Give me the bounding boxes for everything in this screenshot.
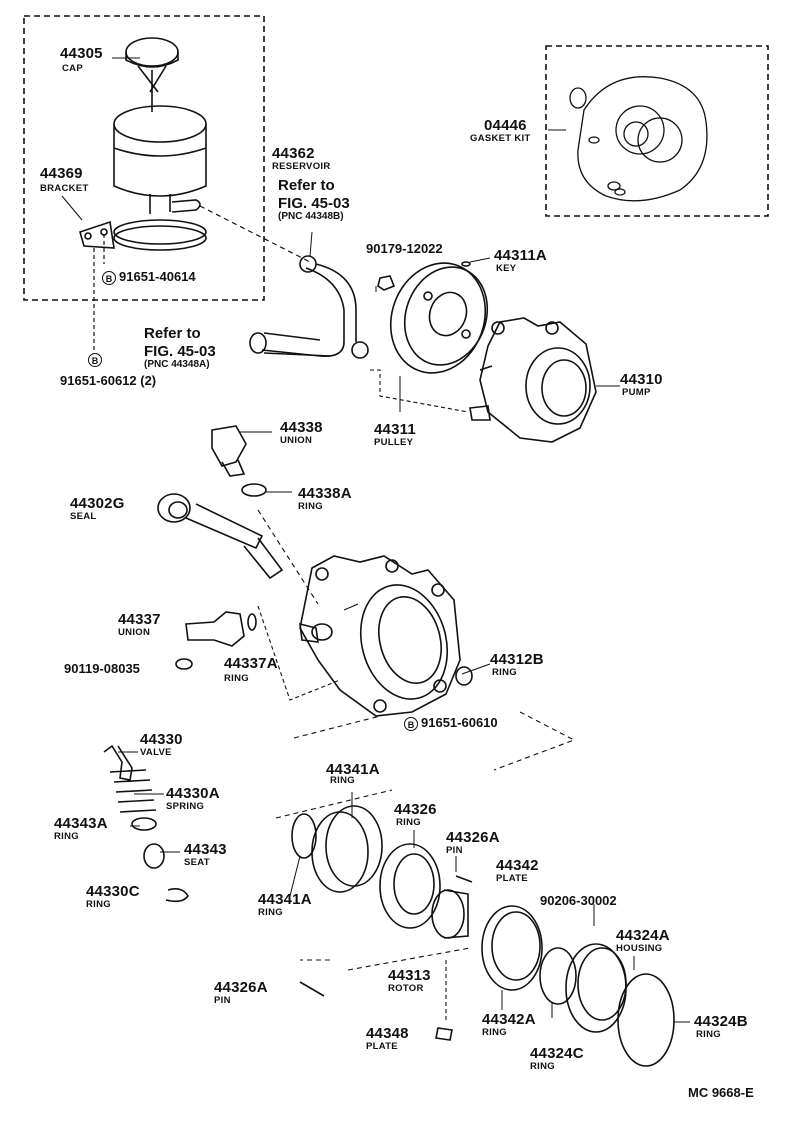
- pin2-part-number: 44326A: [214, 979, 268, 996]
- rotor-part-number: 44313: [388, 967, 431, 984]
- shaft-drawing: [157, 493, 284, 580]
- ring7-label: RING: [258, 907, 283, 918]
- ring3-label: RING: [492, 667, 517, 678]
- pump-housing-drawing: [299, 555, 461, 717]
- hose-drawing: [249, 231, 369, 359]
- valve-part-number: 44330: [140, 731, 183, 748]
- reservoir-group-box: [23, 15, 265, 301]
- ring9-part-number: 44342A: [482, 1011, 536, 1028]
- ref1-line1: Refer to: [278, 177, 335, 194]
- gasket-kit-drawing: [548, 76, 708, 202]
- ring2-part-number: 44337A: [224, 655, 278, 672]
- ring8-part-number: 44326: [394, 801, 437, 818]
- figure-code: MC 9668-E: [688, 1085, 754, 1100]
- gasket-part-number: 04446: [484, 117, 527, 134]
- gasket-kit-box: [545, 45, 769, 217]
- ring3-part-number: 44312B: [490, 651, 544, 668]
- ref2-line2: FIG. 45-03: [144, 343, 216, 360]
- spring-part-number: 44330A: [166, 785, 220, 802]
- seat-label: SEAT: [184, 857, 210, 868]
- bolt4-part-number: 90206-30002: [540, 893, 617, 908]
- ring9-label: RING: [482, 1027, 507, 1038]
- union2-drawing: [175, 611, 473, 686]
- gasket-label: GASKET KIT: [470, 133, 531, 144]
- ref2-line3: (PNC 44348A): [144, 359, 210, 370]
- ref1-line3: (PNC 44348B): [278, 211, 344, 222]
- bracket-label: BRACKET: [40, 183, 89, 194]
- cap-part-number: 44305: [60, 45, 103, 62]
- reservoir-label: RESERVOIR: [272, 161, 331, 172]
- rotor-label: ROTOR: [388, 983, 424, 994]
- ring8-label: RING: [396, 817, 421, 828]
- reservoir-part-number: 44362: [272, 145, 315, 162]
- cap-drawing: [125, 37, 179, 112]
- bolt-b-mark: B: [404, 716, 418, 731]
- housing-label: HOUSING: [616, 943, 663, 954]
- ring11-label: RING: [696, 1029, 721, 1040]
- ring10-part-number: 44324C: [530, 1045, 584, 1062]
- union-drawing: [211, 425, 267, 497]
- pulley-part-number: 44311: [374, 421, 416, 438]
- ring2-label: RING: [224, 673, 249, 684]
- ring7-part-number: 44341A: [258, 891, 312, 908]
- seal-part-number: 44302G: [70, 495, 125, 512]
- pump-label: PUMP: [622, 387, 651, 398]
- pin2-label: PIN: [214, 995, 231, 1006]
- union1-part-number: 44338: [280, 419, 323, 436]
- bolt-b-mark: B: [102, 270, 116, 285]
- ring5-part-number: 44330C: [86, 883, 140, 900]
- ref2-line1: Refer to: [144, 325, 201, 342]
- ring10-label: RING: [530, 1061, 555, 1072]
- spring-label: SPRING: [166, 801, 205, 812]
- pulley-drawing: [377, 261, 489, 374]
- bolt-b-mark: B: [88, 352, 102, 367]
- housing-part-number: 44324A: [616, 927, 670, 944]
- seal-label: SEAL: [70, 511, 97, 522]
- pin1-part-number: 44326A: [446, 829, 500, 846]
- ring4-label: RING: [54, 831, 79, 842]
- key-part-number: 44311A: [494, 247, 547, 264]
- ring4-part-number: 44343A: [54, 815, 108, 832]
- ring11-part-number: 44324B: [694, 1013, 748, 1030]
- pump-part-number: 44310: [620, 371, 663, 388]
- valve-label: VALVE: [140, 747, 172, 758]
- ring6-part-number: 44341A: [326, 761, 380, 778]
- valve-drawing: [103, 744, 189, 903]
- bolt3-part-number: 91651-60610: [421, 715, 498, 730]
- seat-part-number: 44343: [184, 841, 227, 858]
- ring5-label: RING: [86, 899, 111, 910]
- bracket-part-number: 44369: [40, 165, 83, 182]
- key-label: KEY: [496, 263, 517, 274]
- ring6-label: RING: [330, 775, 355, 786]
- pump-drawing: [469, 317, 597, 443]
- nut-part-number: 90179-12022: [366, 241, 443, 256]
- ref1-line2: FIG. 45-03: [278, 195, 350, 212]
- gasket2-part-number: 90119-08035: [64, 661, 140, 676]
- cap-label: CAP: [62, 63, 83, 74]
- plate2-label: PLATE: [366, 1041, 398, 1052]
- union1-label: UNION: [280, 435, 313, 446]
- plate2-part-number: 44348: [366, 1025, 409, 1042]
- pin1-label: PIN: [446, 845, 463, 856]
- union2-label: UNION: [118, 627, 151, 638]
- bolt2-mark-wrap: B: [88, 352, 105, 367]
- ring1-part-number: 44338A: [298, 485, 352, 502]
- plate1-label: PLATE: [496, 873, 528, 884]
- pulley-label: PULLEY: [374, 437, 414, 448]
- bolt2-part-number: 91651-60612 (2): [60, 373, 157, 388]
- ring1-label: RING: [298, 501, 323, 512]
- union2-part-number: 44337: [118, 611, 161, 628]
- reservoir-drawing: [113, 105, 207, 214]
- bolt1-part-number: 91651-40614: [119, 269, 196, 284]
- bracket-drawing: [79, 219, 207, 251]
- cartridge-drawing: [291, 805, 675, 1067]
- plate1-part-number: 44342: [496, 857, 539, 874]
